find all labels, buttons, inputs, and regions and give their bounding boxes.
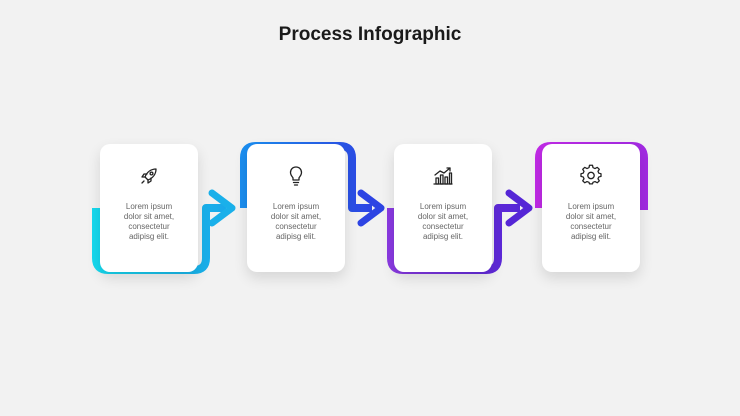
arrow-step-3	[505, 189, 533, 227]
arrow-step-2	[357, 189, 385, 227]
step-card-1: Lorem ipsum dolor sit amet, consectetur …	[100, 144, 198, 272]
step-3-description: Lorem ipsum dolor sit amet, consectetur …	[417, 202, 469, 241]
step-4-description: Lorem ipsum dolor sit amet, consectetur …	[565, 202, 617, 241]
gear-icon	[579, 164, 603, 188]
lightbulb-icon	[284, 164, 308, 188]
bar-chart-icon	[431, 164, 455, 188]
rocket-icon	[137, 164, 161, 188]
step-card-4: Lorem ipsum dolor sit amet, consectetur …	[542, 144, 640, 272]
step-card-2: Lorem ipsum dolor sit amet, consectetur …	[247, 144, 345, 272]
arrow-step-1	[208, 189, 236, 227]
step-2-description: Lorem ipsum dolor sit amet, consectetur …	[270, 202, 322, 241]
step-card-3: Lorem ipsum dolor sit amet, consectetur …	[394, 144, 492, 272]
page-title: Process Infographic	[278, 24, 462, 45]
step-1-description: Lorem ipsum dolor sit amet, consectetur …	[123, 202, 175, 241]
